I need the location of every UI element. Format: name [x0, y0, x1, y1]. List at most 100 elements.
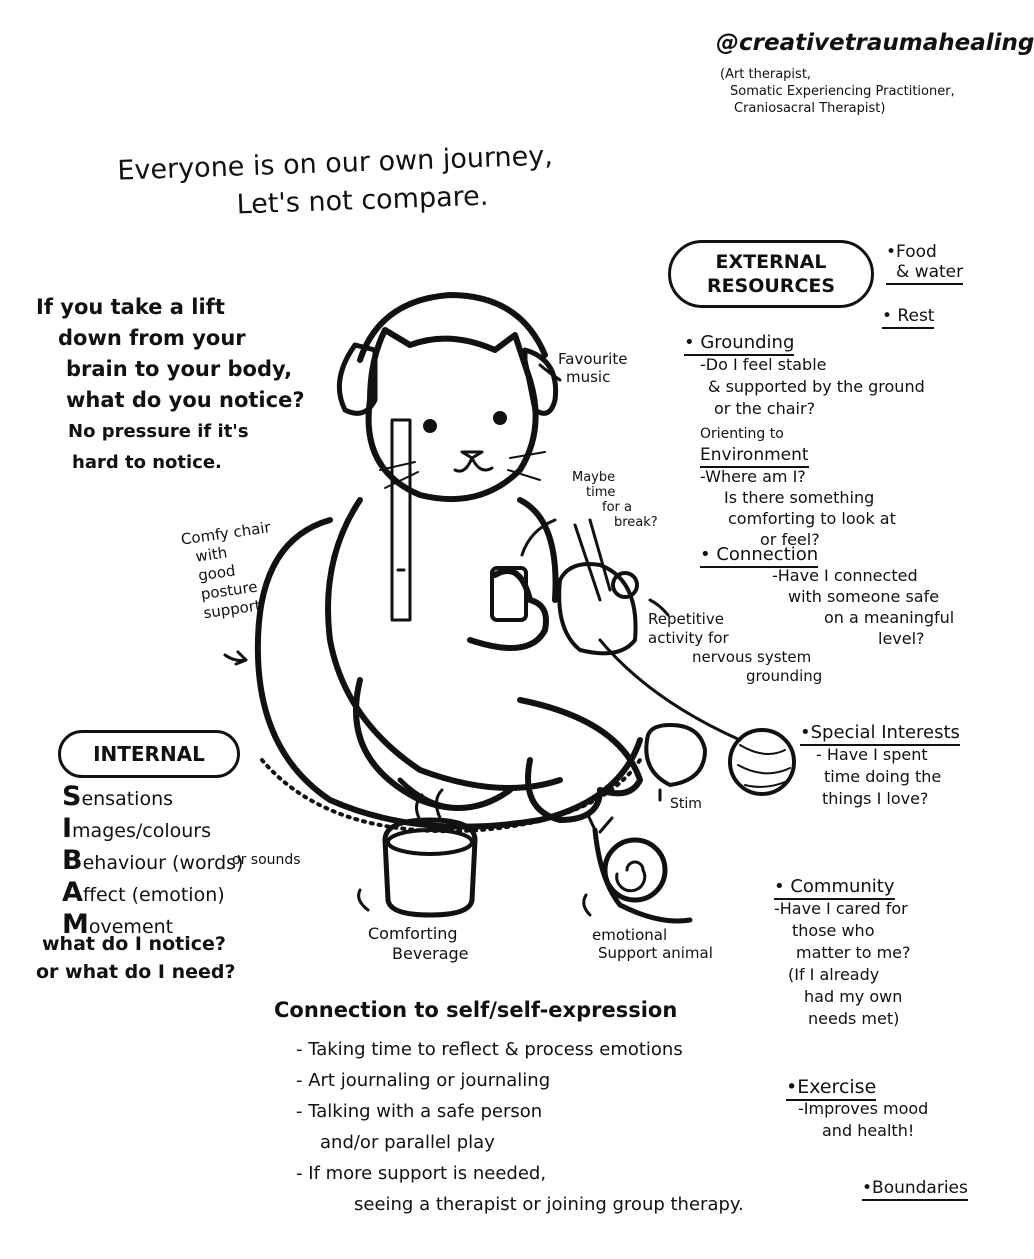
sibam-item: Movement — [62, 909, 174, 940]
sibam-item: Behaviour (words) — [62, 845, 244, 876]
yarn-ball — [728, 728, 796, 796]
self-expression-item: seeing a therapist or joining group ther… — [354, 1194, 744, 1215]
prompt-line: what do you notice? — [66, 388, 305, 412]
grounding-title: • Grounding — [684, 332, 795, 356]
break-note: Maybe time for a break? — [568, 470, 658, 530]
repetitive-line: nervous system — [692, 648, 812, 666]
prompt-line: If you take a lift — [36, 295, 225, 319]
connection: • Connection -Have I connected with some… — [700, 544, 954, 649]
self-expression-item: - Taking time to reflect & process emoti… — [296, 1039, 683, 1060]
music-line: Favourite — [558, 350, 628, 368]
animal-line: emotional — [592, 926, 668, 944]
rest: • Rest — [882, 306, 935, 329]
self-expression-item: - Art journaling or journaling — [296, 1070, 551, 1091]
sibam-item: Affect (emotion) — [62, 877, 225, 908]
special-interests-title: •Special Interests — [800, 722, 960, 746]
or-sounds-note: or sounds — [232, 852, 301, 868]
internal-title: INTERNAL — [93, 742, 205, 766]
food-line: •Food — [886, 242, 937, 262]
prompt-line: brain to your body, — [66, 357, 293, 381]
food-water: •Food & water — [886, 242, 964, 285]
repetitive-line: activity for — [648, 629, 729, 647]
stim-paw — [644, 723, 707, 787]
sibam-item: Images/colours — [62, 813, 211, 844]
self-expression-title: Connection to self/self-expression — [274, 998, 678, 1022]
community-line: (If I already — [788, 965, 880, 984]
credentials: (Art therapist, Somatic Experiencing Pra… — [720, 66, 955, 117]
support-animal-note: emotional Support animal — [592, 926, 713, 962]
exercise-line: and health! — [822, 1121, 915, 1140]
community-title: • Community — [774, 876, 895, 900]
connection-line: on a meaningful — [824, 608, 955, 627]
prompt-line: No pressure if it's — [68, 421, 249, 442]
break-line: time — [586, 485, 616, 500]
external-title-line: EXTERNAL — [715, 251, 827, 273]
special-interests-line: - Have I spent — [816, 745, 928, 764]
credentials-line: Somatic Experiencing Practitioner, — [730, 84, 955, 99]
grounding: • Grounding -Do I feel stable & supporte… — [684, 332, 925, 420]
external-resources-badge: EXTERNAL RESOURCES — [668, 240, 874, 308]
orienting-title: Orienting to — [700, 426, 784, 442]
prompt-line: hard to notice. — [72, 452, 222, 473]
cat-head — [365, 327, 539, 503]
special-interests-line: time doing the — [824, 767, 942, 786]
grounding-line: & supported by the ground — [708, 377, 925, 396]
sibam-item: Sensations — [62, 781, 174, 812]
orienting-to-environment: Orienting to Environment -Where am I? Is… — [700, 424, 896, 550]
community-line: matter to me? — [796, 943, 911, 962]
instagram-handle: @creativetraumahealing — [716, 30, 1034, 56]
credentials-line: Craniosacral Therapist) — [734, 101, 886, 116]
connection-line: -Have I connected — [772, 566, 918, 585]
favourite-music-note: Favourite music — [558, 350, 627, 386]
rest-label: • Rest — [882, 306, 935, 329]
animal-line: Support animal — [598, 944, 713, 962]
break-line: break? — [614, 515, 658, 530]
community-line: those who — [792, 921, 875, 940]
question-line: or what do I need? — [36, 961, 236, 983]
break-line: Maybe — [572, 470, 616, 485]
community-line: -Have I cared for — [774, 899, 908, 918]
grounding-line: or the chair? — [714, 399, 816, 418]
question-line: what do I notice? — [42, 933, 226, 955]
sibam-list: Sensations Images/colours Behaviour (wor… — [62, 782, 243, 942]
repetitive-line: grounding — [746, 667, 823, 685]
self-expression-item: - Talking with a safe person — [296, 1101, 543, 1122]
knitting — [557, 562, 638, 656]
orienting-line: Is there something — [724, 488, 875, 507]
connection-title: • Connection — [700, 544, 819, 568]
self-expression-list: - Taking time to reflect & process emoti… — [296, 1034, 744, 1220]
music-line: music — [566, 368, 611, 386]
beverage-cup — [382, 817, 478, 918]
self-expression-item: and/or parallel play — [320, 1132, 495, 1153]
internal-badge: INTERNAL — [58, 730, 240, 778]
orienting-line: -Where am I? — [700, 467, 806, 486]
connection-line: level? — [878, 629, 925, 648]
cat-body — [325, 497, 563, 791]
stim-note: Stim — [670, 796, 702, 812]
grounding-line: -Do I feel stable — [700, 355, 827, 374]
break-line: for a — [602, 500, 632, 515]
boundaries-label: •Boundaries — [862, 1178, 968, 1201]
internal-questions: what do I notice? or what do I need? — [36, 930, 236, 986]
exercise-line: -Improves mood — [798, 1099, 929, 1118]
orienting-line: comforting to look at — [728, 509, 896, 528]
repetitive-line: Repetitive — [648, 610, 724, 628]
orienting-line: or feel? — [760, 530, 820, 549]
prompt-line: down from your — [58, 326, 246, 350]
food-line: & water — [886, 262, 964, 285]
exercise: •Exercise -Improves mood and health! — [786, 1076, 928, 1142]
beverage-line: Beverage — [392, 944, 469, 963]
body-prompt: If you take a lift down from your brain … — [36, 292, 305, 478]
comfy-chair-note: Comfy chair with good posture support — [180, 518, 283, 625]
beverage-note: Comforting Beverage — [368, 924, 469, 964]
repetitive-activity-note: Repetitive activity for nervous system g… — [648, 610, 822, 686]
special-interests: •Special Interests - Have I spent time d… — [800, 722, 960, 810]
community: • Community -Have I cared for those who … — [774, 876, 911, 1030]
community-line: needs met) — [808, 1009, 900, 1028]
special-interests-line: things I love? — [822, 789, 929, 808]
credentials-line: (Art therapist, — [720, 67, 812, 82]
orienting-title: Environment — [700, 445, 809, 468]
headline: Everyone is on our own journey, Let's no… — [117, 137, 555, 228]
community-line: had my own — [804, 987, 903, 1006]
